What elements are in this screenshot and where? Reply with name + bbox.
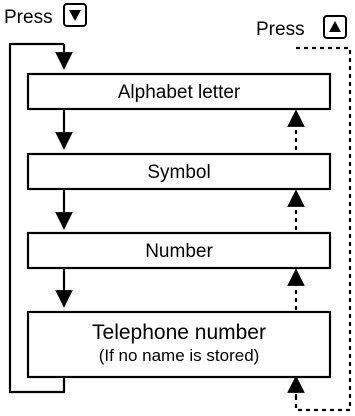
down-loop-line xyxy=(8,42,66,394)
step-box-symbol: Symbol xyxy=(26,152,332,191)
down-arrow-key-icon xyxy=(63,3,87,27)
step-box-alphabet-letter: Alphabet letter xyxy=(26,72,332,111)
press-up-label: Press xyxy=(256,19,305,40)
step-note: (If no name is stored) xyxy=(99,346,260,365)
step-label: Alphabet letter xyxy=(118,82,241,103)
up-loop-line xyxy=(294,46,352,412)
step-box-telephone-number: Telephone number (If no name is stored) xyxy=(26,310,332,379)
step-label: Symbol xyxy=(147,162,210,183)
step-label: Telephone number xyxy=(92,321,266,344)
step-box-number: Number xyxy=(26,231,332,270)
step-label: Number xyxy=(145,241,213,262)
press-down-label: Press xyxy=(4,7,53,28)
up-arrow-key-icon xyxy=(323,15,347,39)
